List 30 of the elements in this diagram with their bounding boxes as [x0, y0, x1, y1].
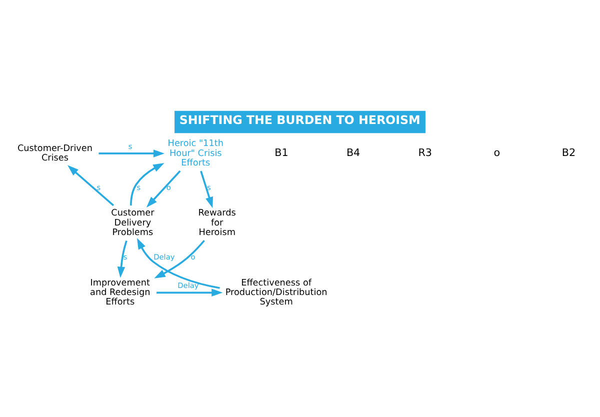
edge-label: Delay — [178, 280, 199, 290]
edge-label: s — [207, 182, 211, 192]
node-text: Improvement and Redesign Efforts — [90, 278, 150, 308]
label: R3 — [418, 146, 432, 159]
edge-label: s — [136, 182, 141, 192]
node-text: Effectiveness of Production/Distribution System — [225, 278, 328, 308]
arrow — [130, 162, 164, 206]
arrow — [156, 288, 223, 296]
edge-label: s — [128, 142, 132, 151]
label: o — [494, 146, 500, 159]
node-text: Rewards for Heroism — [198, 208, 236, 238]
arrow — [117, 240, 128, 278]
diagram-title: SHIFTING THE BURDEN TO HEROISM — [179, 112, 420, 127]
label: B2 — [562, 146, 576, 159]
edge-label: Delay — [154, 252, 175, 262]
edge-label: o — [166, 182, 171, 192]
arrow — [154, 239, 205, 278]
label: B4 — [346, 146, 360, 159]
label: B1 — [274, 146, 288, 159]
arrow — [68, 164, 114, 206]
arrow — [137, 238, 220, 288]
arrow — [98, 149, 165, 157]
edge-label: s — [123, 252, 128, 262]
node-text: Heroic "11th Hour" Crisis Efforts — [168, 138, 224, 168]
node-text: Customer-Driven Crises — [17, 143, 93, 164]
arrow — [200, 170, 213, 208]
edge-label: o — [190, 252, 196, 262]
edge-label: s — [96, 182, 101, 192]
arrow — [146, 170, 181, 207]
node-text: Customer Delivery Problems — [111, 208, 154, 238]
